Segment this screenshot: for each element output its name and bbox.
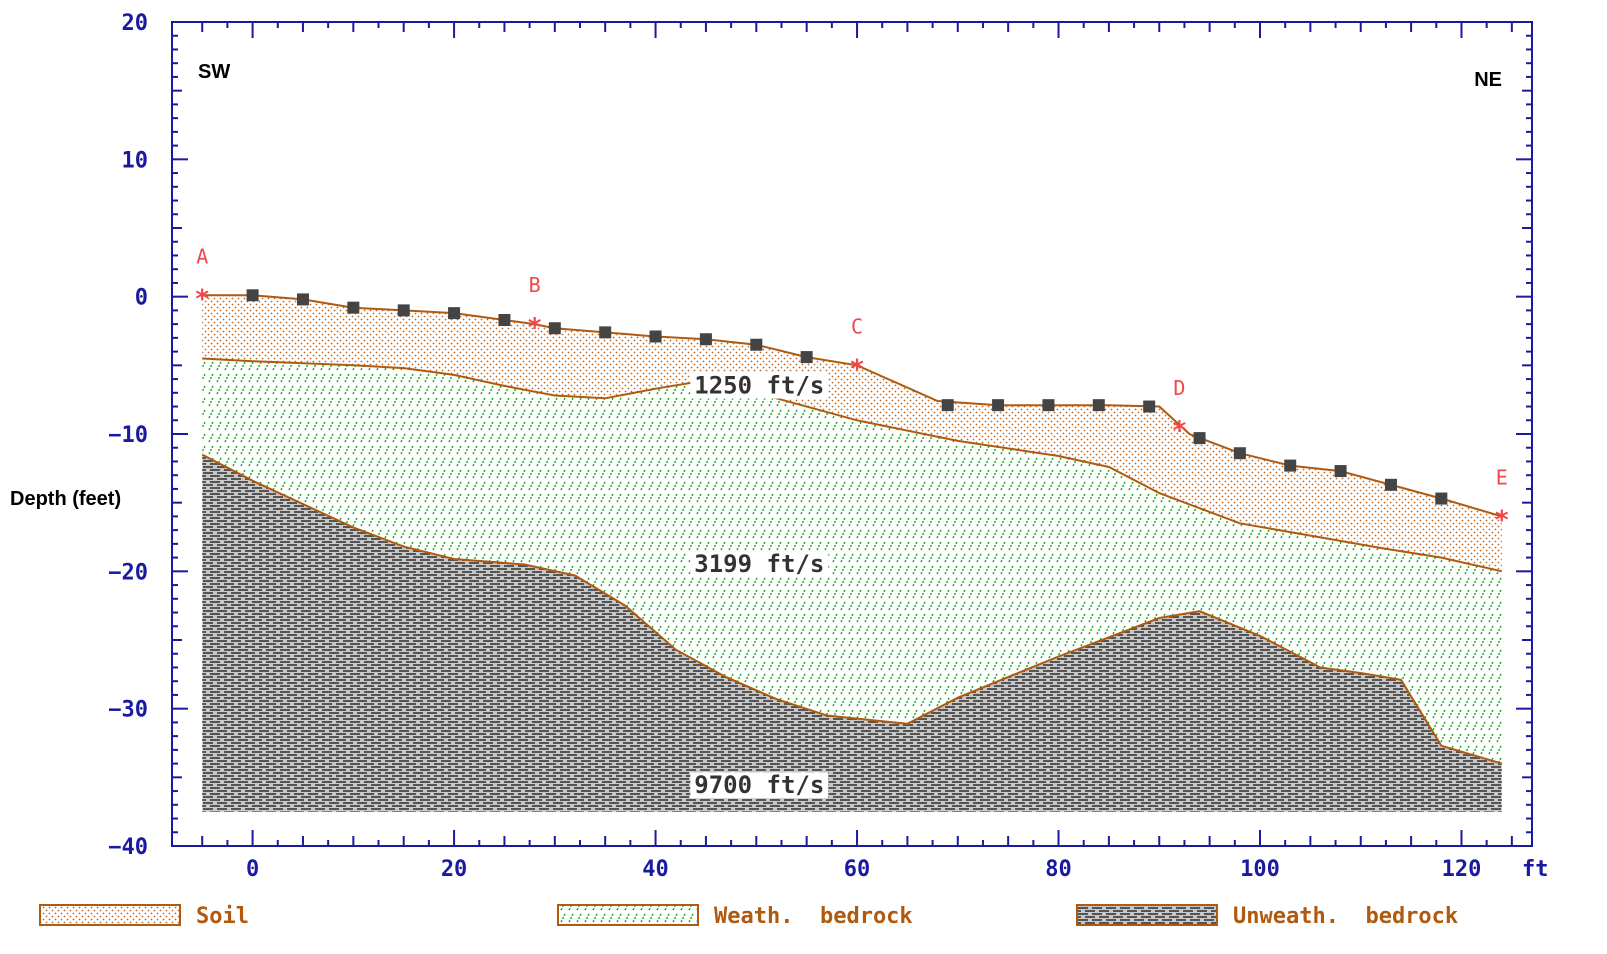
site-label: A bbox=[196, 244, 208, 268]
x-unit-label: ft bbox=[1522, 857, 1549, 882]
geophone-marker bbox=[347, 301, 360, 314]
site-markers: * A * B * C * D * E bbox=[194, 244, 1509, 535]
geophone-marker bbox=[649, 330, 662, 343]
x-tick-label: 20 bbox=[441, 857, 468, 882]
geophone-marker bbox=[1193, 432, 1206, 445]
geophone-marker bbox=[548, 322, 561, 335]
y-tick-label: −30 bbox=[108, 698, 148, 723]
x-tick-label: 80 bbox=[1045, 857, 1072, 882]
velocity-label: 9700 ft/s bbox=[694, 771, 824, 799]
geophone-marker bbox=[1384, 478, 1397, 491]
geophone-marker bbox=[800, 351, 813, 364]
y-tick-label: 0 bbox=[135, 286, 148, 311]
site-label: D bbox=[1173, 376, 1185, 400]
y-axis-label: Depth (feet) bbox=[10, 488, 121, 510]
geophone-marker bbox=[941, 399, 954, 412]
site-label: E bbox=[1496, 465, 1508, 489]
site-marker-icon: * bbox=[194, 284, 210, 314]
weathered-base-line bbox=[201, 453, 1503, 765]
velocity-labels: 1250 ft/s 3199 ft/s 9700 ft/s bbox=[690, 372, 829, 799]
legend-swatch-unweathered bbox=[1076, 904, 1218, 926]
geophone-marker bbox=[397, 304, 410, 317]
geophone-marker bbox=[599, 326, 612, 339]
geophone-marker bbox=[296, 293, 309, 306]
legend-label-unweathered: Unweath. bedrock bbox=[1233, 904, 1458, 929]
soil-layer bbox=[202, 295, 1502, 572]
weathered-bedrock-layer bbox=[202, 358, 1502, 764]
velocity-label-bg bbox=[690, 551, 829, 578]
site-label: B bbox=[529, 273, 541, 297]
x-tick-label: 100 bbox=[1240, 857, 1280, 882]
geophone-marker bbox=[246, 289, 259, 302]
x-axis-ticks: 0 20 40 60 80 100 120 bbox=[201, 22, 1513, 882]
velocity-label-bg bbox=[690, 772, 829, 799]
x-tick-label: 60 bbox=[844, 857, 871, 882]
y-tick-label: −10 bbox=[108, 423, 148, 448]
x-tick-label: 0 bbox=[246, 857, 259, 882]
x-tick-label: 120 bbox=[1442, 857, 1482, 882]
site-marker-icon: * bbox=[527, 313, 543, 343]
unweathered-bedrock-layer bbox=[202, 454, 1502, 812]
geophone-marker bbox=[1092, 399, 1105, 412]
legend-label-weathered: Weath. bedrock bbox=[714, 904, 913, 929]
y-tick-label: −40 bbox=[108, 835, 148, 860]
y-tick-label: −20 bbox=[108, 560, 148, 585]
geophone-marker bbox=[498, 314, 511, 327]
geophone-marker bbox=[448, 307, 461, 320]
direction-left-label: SW bbox=[198, 61, 230, 83]
legend-swatch-weathered bbox=[557, 904, 699, 926]
geophone-marker bbox=[1233, 447, 1246, 460]
direction-right-label: NE bbox=[1474, 69, 1502, 91]
y-tick-label: 10 bbox=[122, 148, 149, 173]
velocity-label: 1250 ft/s bbox=[694, 372, 824, 400]
geophone-marker bbox=[750, 338, 763, 351]
legend-swatch-soil bbox=[39, 904, 181, 926]
geophone-marker bbox=[1435, 492, 1448, 505]
geophone-marker bbox=[992, 399, 1005, 412]
geophone-marker bbox=[1143, 400, 1156, 413]
velocity-label: 3199 ft/s bbox=[694, 550, 824, 578]
legend: Soil Weath. bedrock Unweath. bedrock bbox=[39, 904, 1458, 929]
geophone-marker bbox=[1284, 459, 1297, 472]
legend-label-soil: Soil bbox=[196, 904, 249, 929]
geophone-marker bbox=[1334, 465, 1347, 478]
x-tick-label: 40 bbox=[642, 857, 669, 882]
site-marker-icon: * bbox=[1172, 416, 1188, 446]
geophone-markers bbox=[246, 289, 1448, 505]
geophone-marker bbox=[699, 333, 712, 346]
y-tick-label: 20 bbox=[122, 11, 149, 36]
y-axis-ticks: 20 10 0 −10 −20 −30 −40 bbox=[108, 11, 1532, 860]
geophone-marker bbox=[1042, 399, 1055, 412]
site-marker-icon: * bbox=[1494, 505, 1510, 535]
velocity-label-bg bbox=[690, 372, 829, 399]
site-marker-icon: * bbox=[849, 354, 865, 384]
site-label: C bbox=[851, 314, 863, 338]
